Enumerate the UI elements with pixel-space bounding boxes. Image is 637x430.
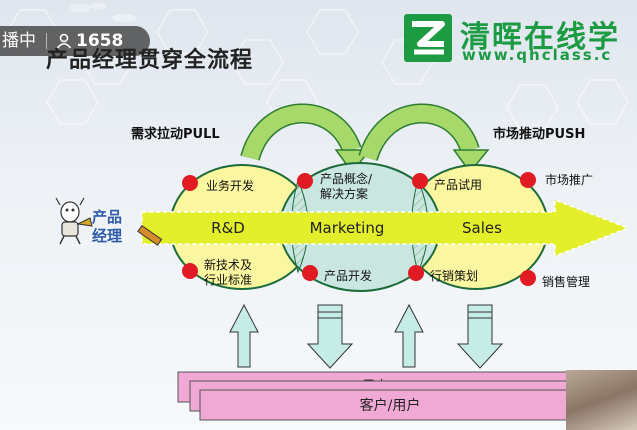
pull-curve-arrow bbox=[241, 105, 361, 161]
brand-name: 清晖在线学 bbox=[460, 20, 620, 55]
node-new-tech: 新技术及 行业标准 bbox=[204, 258, 252, 288]
node-dot bbox=[302, 265, 318, 281]
push-curve-arrow bbox=[359, 105, 479, 161]
node-dot bbox=[412, 173, 428, 189]
node-dot bbox=[520, 270, 536, 286]
down-arrow-marketing bbox=[306, 304, 354, 369]
node-dot bbox=[297, 173, 313, 189]
product-manager-label: 产品 经理 bbox=[92, 208, 122, 246]
person-icon bbox=[56, 33, 72, 49]
node-sales-mgmt: 销售管理 bbox=[542, 275, 591, 289]
product-manager-label-line2: 经理 bbox=[92, 227, 123, 245]
viewer-count: 1658 bbox=[76, 31, 124, 51]
stream-status: 播中 bbox=[2, 31, 36, 51]
node-dot bbox=[182, 263, 198, 279]
pencil-icon bbox=[137, 224, 163, 246]
customer-box-label: 客户/用户 bbox=[360, 397, 421, 414]
node-sales-planning: 行销策划 bbox=[430, 269, 479, 283]
pull-label: 需求拉动PULL bbox=[131, 127, 220, 142]
webcam-overlay bbox=[566, 370, 637, 430]
node-market-promo: 市场推广 bbox=[545, 173, 594, 187]
node-dot bbox=[182, 175, 198, 191]
push-arrowhead bbox=[452, 149, 490, 174]
node-new-tech-line2: 行业标准 bbox=[204, 273, 253, 287]
sales-arrow-label: Sales bbox=[462, 219, 502, 237]
node-product-trial: 产品试用 bbox=[434, 178, 483, 192]
down-arrow-sales-stripes bbox=[468, 311, 492, 319]
live-stream-badge: 播中 1658 bbox=[0, 26, 150, 56]
badge-divider bbox=[46, 33, 47, 49]
brand-logo-icon bbox=[404, 14, 452, 62]
slide-title: 产品经理贯穿全流程 bbox=[46, 48, 254, 73]
node-product-concept-line2: 解决方案 bbox=[320, 187, 369, 201]
rnd-arrow-label: R&D bbox=[211, 219, 245, 237]
up-arrow-rnd bbox=[229, 303, 259, 368]
product-manager-figure-icon bbox=[55, 197, 93, 245]
product-manager-label-line1: 产品 bbox=[92, 208, 123, 226]
node-dot bbox=[520, 172, 536, 188]
node-new-tech-line1: 新技术及 bbox=[204, 258, 253, 272]
up-arrow-sales bbox=[394, 303, 424, 368]
customer-box-front bbox=[199, 389, 595, 421]
node-product-concept-line1: 产品概念/ bbox=[320, 172, 373, 186]
down-arrow-marketing-stripes bbox=[318, 311, 342, 319]
node-business-dev: 业务开发 bbox=[206, 179, 255, 193]
marketing-arrow-label: Marketing bbox=[310, 219, 385, 237]
node-product-concept: 产品概念/ 解决方案 bbox=[320, 172, 372, 202]
main-flow-arrow bbox=[141, 198, 631, 258]
node-dot bbox=[408, 265, 424, 281]
node-product-dev: 产品开发 bbox=[324, 269, 373, 283]
push-label: 市场推动PUSH bbox=[493, 127, 586, 142]
brand-url: www.qhclass.c bbox=[462, 46, 613, 64]
down-arrow-sales bbox=[456, 304, 504, 369]
